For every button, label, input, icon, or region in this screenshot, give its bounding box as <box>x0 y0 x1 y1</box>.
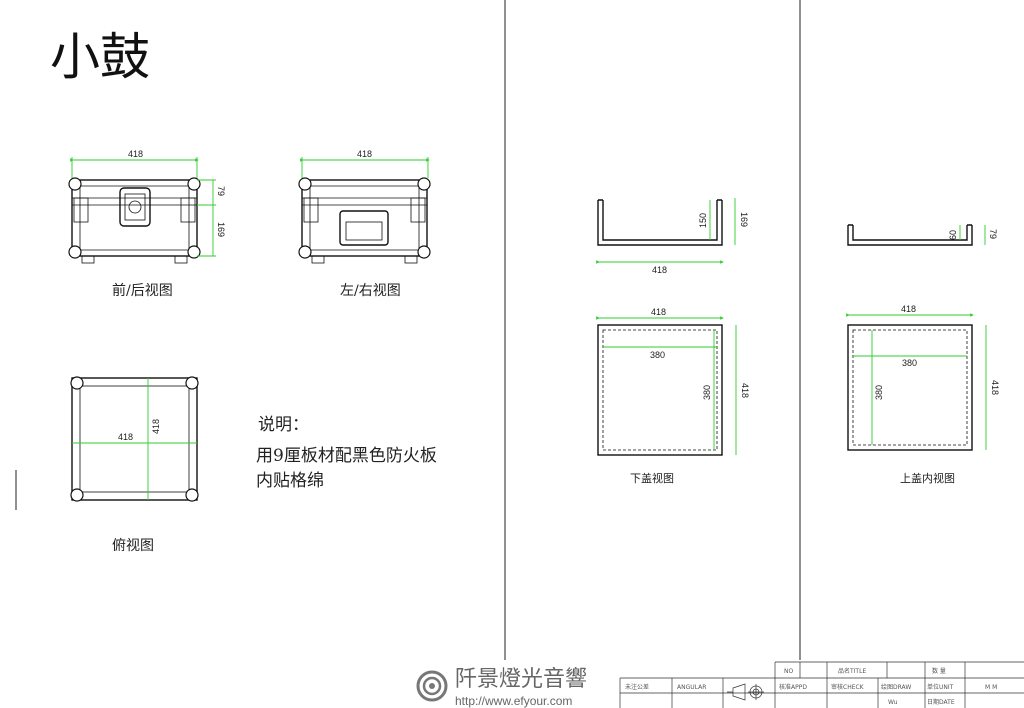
title-block <box>619 661 1024 708</box>
notes: 说明： 用9厘板材配黑色防火板 内贴格绵 <box>256 415 437 491</box>
label-text: 418 <box>151 419 161 434</box>
lower-lid-view: 418 380 380 418 下盖视图 <box>596 307 750 485</box>
label-text: NO <box>784 668 793 675</box>
label-text: 380 <box>702 385 712 400</box>
label-text: 169 <box>739 212 749 227</box>
label-text: 单位UNIT <box>927 683 954 691</box>
label-text: 审核CHECK <box>831 683 865 691</box>
label-text: 内贴格绵 <box>256 471 324 491</box>
label-text: 169 <box>216 222 226 237</box>
label-text: 79 <box>216 186 226 196</box>
label-text: 日期DATE <box>927 698 955 706</box>
label-text: M M <box>985 684 997 691</box>
label-text: 418 <box>128 149 143 159</box>
label-text: 380 <box>874 385 884 400</box>
label-text: 418 <box>901 304 916 314</box>
upper-lid-view: 418 380 380 418 上盖内视图 <box>846 304 1000 485</box>
label-text: ANGULAR <box>677 684 706 691</box>
label-text: 核准APPD <box>779 683 807 691</box>
label-text: 79 <box>988 229 998 239</box>
label-text: 418 <box>740 383 750 398</box>
label-text: 说明： <box>258 415 309 435</box>
label-text: 380 <box>902 358 917 368</box>
upper-lid-section: 60 79 <box>847 224 998 246</box>
label-text: 418 <box>990 380 1000 395</box>
label-text: 418 <box>118 432 133 442</box>
front-view: 418 79 169 前/后视图 <box>69 149 226 299</box>
label-text: 绘图DRAW <box>881 683 911 691</box>
view-label: 上盖内视图 <box>900 471 955 485</box>
lower-lid-section: 418 150 169 <box>596 198 749 275</box>
label-text: 未注公差 <box>625 683 649 691</box>
label-text: Wu <box>888 699 898 706</box>
watermark: 阡景燈光音響 http://www.efyour.com <box>416 667 587 708</box>
label-text: 阡景燈光音響 <box>455 667 587 692</box>
label-text: 品名TITLE <box>838 667 866 675</box>
label-text: 小鼓 <box>50 28 150 86</box>
top-view: 418 418 俯视图 <box>70 376 199 554</box>
label-text: http://www.efyour.com <box>455 694 572 708</box>
side-view: 418 左/右视图 <box>299 149 430 299</box>
view-label: 前/后视图 <box>112 282 173 299</box>
view-label: 俯视图 <box>112 538 154 554</box>
label-text: 380 <box>650 350 665 360</box>
title-heading: 小鼓 <box>50 28 150 86</box>
label-text: 数 量 <box>932 667 946 675</box>
view-label: 左/右视图 <box>340 283 401 299</box>
label-text: 418 <box>652 265 667 275</box>
label-text: 150 <box>698 213 708 228</box>
label-text: 418 <box>651 307 666 317</box>
label-text: 用9厘板材配黑色防火板 <box>256 446 437 466</box>
label-text: 60 <box>948 230 958 240</box>
label-text: 418 <box>357 149 372 159</box>
view-label: 下盖视图 <box>630 471 674 485</box>
title-block-text: NO 品名TITLE 数 量 未注公差 ANGULAR 核准APPD 审核CHE… <box>625 667 997 706</box>
